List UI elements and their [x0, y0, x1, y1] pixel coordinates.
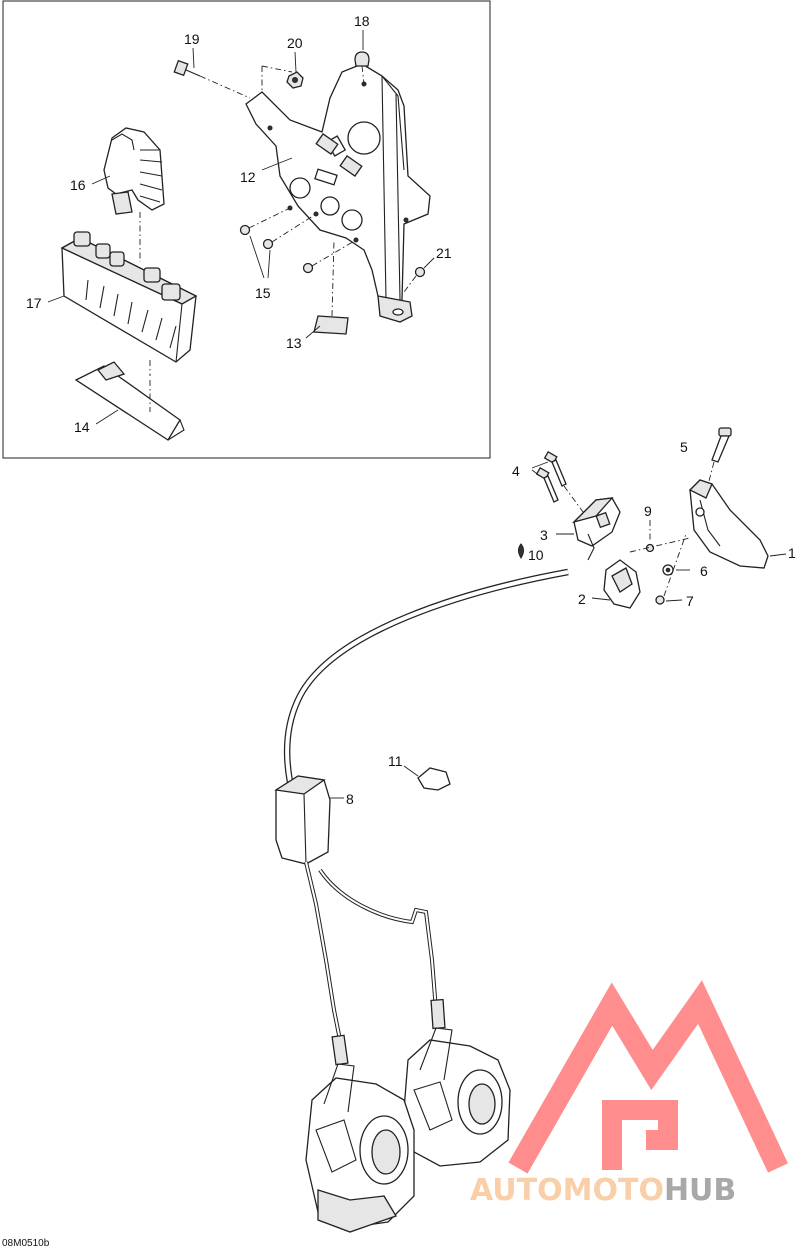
drawing-code: 08M0510b: [2, 1238, 50, 1249]
washer-part-6: [662, 564, 690, 576]
callout-15: 15: [255, 285, 271, 301]
callout-13: 13: [286, 335, 302, 351]
callout-1: 1: [788, 545, 796, 561]
electronic-module-part-17: [60, 231, 198, 376]
connector-part-16: [103, 127, 165, 262]
callout-9: 9: [644, 503, 652, 519]
detail-inset-frame: [2, 0, 491, 459]
watermark-text-auto: AUTO: [470, 1173, 563, 1208]
watermark-triangle-icon: [508, 980, 788, 1174]
carburetor-front: [305, 1063, 415, 1233]
watermark-text-moto: MOTO: [563, 1173, 664, 1208]
nut-part-21: [403, 266, 426, 293]
mounting-plate-part-12: [245, 63, 431, 323]
housing-part-2: [591, 559, 641, 609]
callout-17: 17: [26, 295, 42, 311]
callout-16: 16: [70, 177, 86, 193]
callout-3: 3: [540, 527, 548, 543]
automotohub-watermark: AUTOMOTOHUB: [470, 980, 788, 1208]
callout-11: 11: [388, 753, 403, 769]
pad-part-13: [313, 239, 349, 335]
watermark-g-mark-icon: [602, 1100, 678, 1170]
screws-part-4: [531, 451, 587, 517]
clip-part-11: [403, 765, 451, 791]
callout-5: 5: [680, 439, 688, 455]
cap-part-18: [354, 51, 370, 85]
throttle-lever-part-1: [688, 479, 787, 569]
watermark-text-hub: HUB: [664, 1173, 736, 1208]
callout-18: 18: [354, 13, 370, 29]
tray-part-14: [74, 361, 185, 441]
lubricant-drop-part-10: [518, 543, 524, 559]
nuts-part-15: [239, 207, 357, 274]
housing-part-3: [556, 497, 621, 561]
svg-text:AUTOMOTOHUB: AUTOMOTOHUB: [470, 1173, 736, 1208]
callout-7: 7: [686, 593, 694, 609]
callout-10: 10: [528, 547, 544, 563]
nut-part-20: [261, 65, 304, 92]
callout-19: 19: [184, 31, 200, 47]
throttle-cable-part-8: [274, 568, 569, 1066]
callout-8: 8: [346, 791, 354, 807]
callout-4: 4: [512, 463, 520, 479]
callout-6: 6: [700, 563, 708, 579]
callout-2: 2: [578, 591, 586, 607]
nut-part-7: [655, 533, 687, 605]
callout-21: 21: [436, 245, 452, 261]
carburetor-rear: [403, 1027, 511, 1167]
callout-14: 14: [74, 419, 90, 435]
bolt-part-19: [173, 59, 251, 99]
callout-12: 12: [240, 169, 256, 185]
callout-20: 20: [287, 35, 303, 51]
washer-part-9: [629, 520, 691, 553]
